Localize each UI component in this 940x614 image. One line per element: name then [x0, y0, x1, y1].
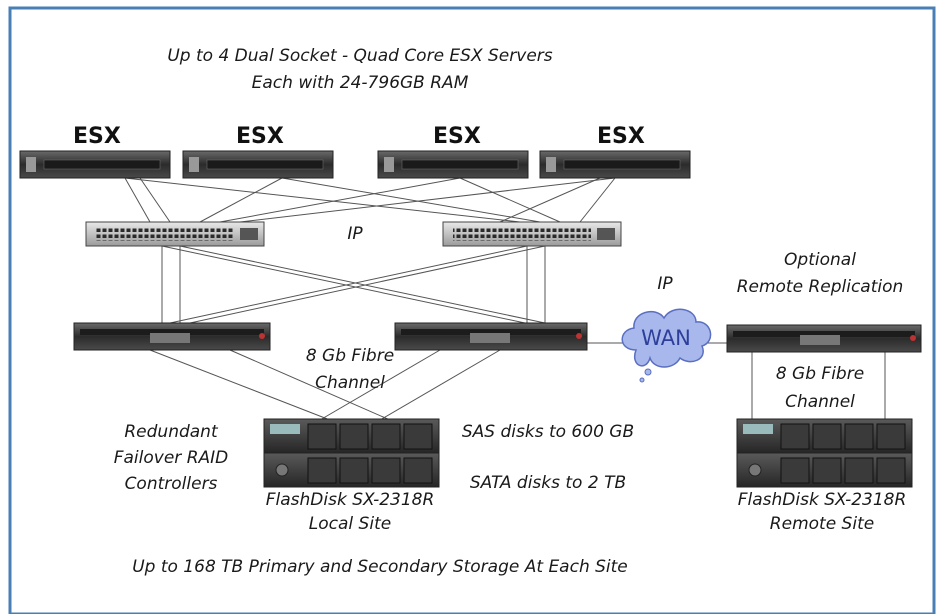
fibre-remote-line-1: 8 Gb Fibre	[775, 364, 865, 384]
frame-border	[8, 6, 936, 614]
esx-server-1	[19, 150, 171, 179]
ip-switch-left	[85, 221, 265, 247]
wan-cloud-icon	[621, 308, 712, 383]
redundant-line-2: Failover RAID	[113, 448, 229, 468]
ip-switch-right	[442, 221, 622, 247]
title-line-1: Up to 4 Dual Socket - Quad Core ESX Serv…	[167, 46, 553, 66]
esx-label-4: ESX	[597, 124, 645, 149]
sata-disk-label: SATA disks to 2 TB	[469, 473, 627, 493]
sas-disk-label: SAS disks to 600 GB	[461, 422, 635, 442]
fibre-remote-line-2: Channel	[785, 392, 855, 412]
footer-caption: Up to 168 TB Primary and Secondary Stora…	[132, 557, 628, 577]
wan-label: WAN	[641, 326, 691, 350]
connection-lines	[124, 177, 886, 421]
optional-label-line-2: Remote Replication	[736, 277, 904, 297]
esx-server-2	[182, 150, 334, 179]
fibre-local-line-1: 8 Gb Fibre	[305, 346, 395, 366]
esx-server-3	[377, 150, 529, 179]
fibre-local-line-2: Channel	[315, 373, 385, 393]
esx-label-3: ESX	[433, 124, 481, 149]
local-storage-line-1: FlashDisk SX-2318R	[265, 490, 435, 510]
raid-controller-remote	[726, 324, 922, 353]
storage-array-local	[263, 418, 440, 488]
ip-switch-label: IP	[347, 224, 363, 244]
redundant-line-1: Redundant	[124, 422, 218, 442]
raid-controller-left	[73, 322, 271, 351]
remote-storage-line-2: Remote Site	[769, 514, 875, 534]
redundant-line-3: Controllers	[124, 474, 218, 494]
raid-controller-right	[394, 322, 588, 351]
title-line-2: Each with 24-796GB RAM	[251, 73, 469, 93]
local-storage-line-2: Local Site	[308, 514, 392, 534]
remote-storage-line-1: FlashDisk SX-2318R	[737, 490, 907, 510]
ip-wan-label: IP	[657, 274, 673, 294]
esx-label-2: ESX	[236, 124, 284, 149]
storage-array-remote	[736, 418, 913, 488]
esx-server-4	[539, 150, 691, 179]
optional-label-line-1: Optional	[784, 250, 856, 270]
esx-label-1: ESX	[73, 124, 121, 149]
